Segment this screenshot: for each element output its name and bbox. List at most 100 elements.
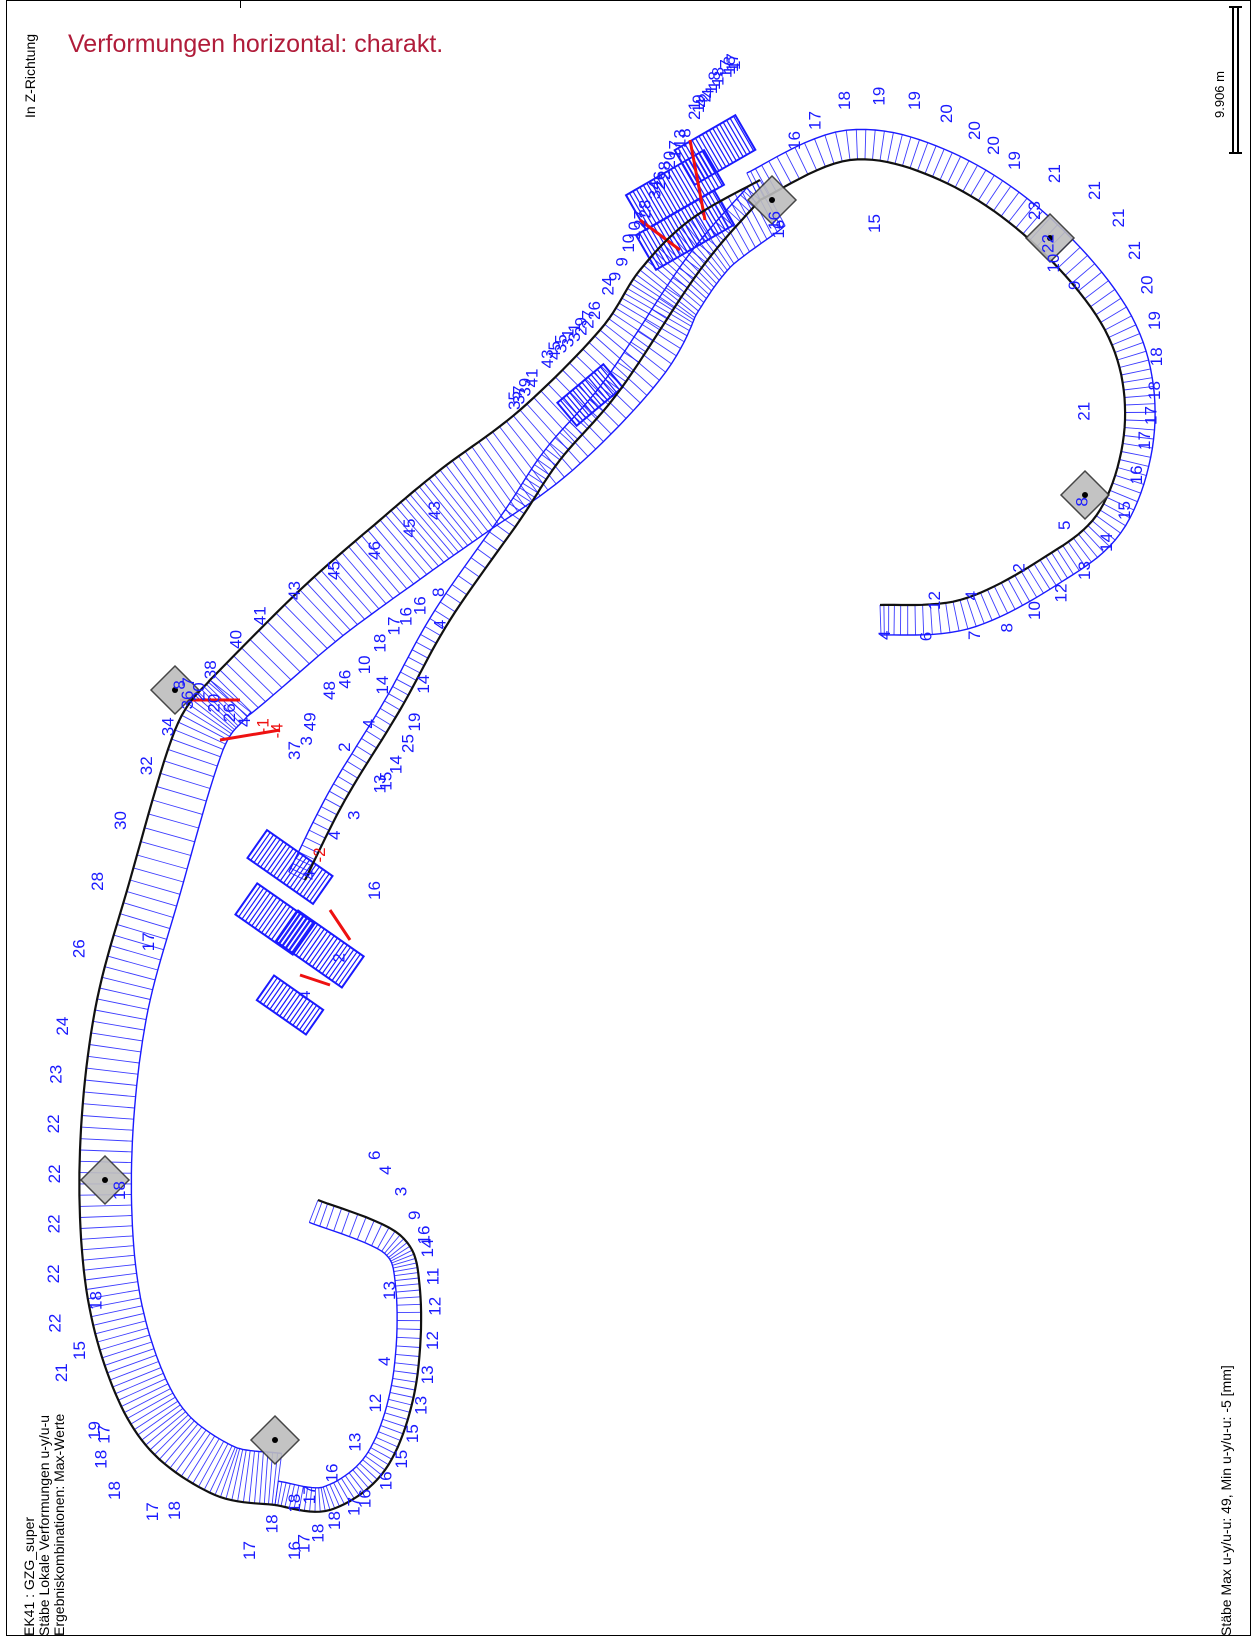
value-label: 9 (1065, 281, 1084, 290)
value-label: 16 (414, 1226, 433, 1245)
value-label: 18 (110, 1181, 129, 1200)
supports (79, 174, 1111, 1466)
value-label: 6 (916, 632, 935, 641)
value-label: 13 (671, 129, 690, 148)
value-label: 17 (300, 1485, 319, 1504)
landing-top-3 (673, 113, 757, 187)
value-label: -1 (254, 718, 273, 733)
value-label: 16 (323, 1464, 342, 1483)
value-label: 16 (285, 1541, 304, 1560)
value-label: 17 (1135, 431, 1154, 450)
member-right-loop (746, 128, 1156, 636)
value-label: 8 (1072, 497, 1091, 506)
member-lower-diagonal-axis (304, 199, 761, 881)
value-label: 16 (769, 220, 788, 239)
value-label: 31 (565, 323, 584, 342)
value-label: 18 (87, 1291, 106, 1310)
value-label: 13 (346, 1433, 365, 1452)
landing-left-4-outline (255, 974, 325, 1036)
value-label: 17 (143, 1502, 162, 1521)
value-label: 1 (702, 85, 721, 94)
support-node-point (272, 1437, 278, 1443)
value-label: 22 (44, 1114, 63, 1133)
value-label: 8 (998, 623, 1017, 632)
value-label: 9 (606, 272, 625, 281)
value-label: 48 (320, 681, 339, 700)
value-label: 19 (405, 713, 424, 732)
member-main-diagonal-hatch (209, 179, 786, 717)
value-label: 16 (377, 1471, 396, 1490)
value-label: 4 (875, 631, 894, 640)
value-label: 24 (599, 277, 618, 296)
member-left-ramp-hatch (274, 1199, 422, 1512)
landing-top-3-hatch (674, 115, 755, 186)
value-label: 15 (376, 772, 395, 791)
value-label: 17 (94, 1425, 113, 1444)
page-title: Verformungen horizontal: charakt. (68, 30, 444, 58)
value-label: 16 (365, 881, 384, 900)
value-label: 18 (370, 634, 389, 653)
landing-left-4-hatch (256, 975, 324, 1035)
member-right-loop-axis (759, 158, 1127, 607)
value-label: 11 (424, 1268, 443, 1286)
value-label: 43 (538, 349, 557, 368)
drawing-frame (6, 0, 1251, 1636)
value-label: 20 (660, 151, 679, 170)
value-label: 4 (692, 98, 711, 107)
deformation-bands (79, 113, 1156, 1512)
value-label: 7 (965, 631, 984, 640)
negative-stroke (328, 909, 352, 941)
value-label: 18 (1147, 347, 1166, 366)
value-label: 25 (398, 734, 417, 753)
member-left-loop (79, 679, 283, 1506)
value-label: 27 (578, 310, 597, 329)
member-main-diagonal-outline (246, 224, 786, 718)
negative-stroke (299, 973, 331, 987)
value-label: -2 (310, 847, 329, 862)
value-label: 30 (111, 811, 130, 830)
value-label: 26 (220, 703, 239, 722)
landing-left-1 (234, 881, 316, 957)
value-label: 10 (619, 234, 638, 253)
landing-mid-1 (555, 362, 625, 428)
member-left-ramp-outline (278, 1221, 398, 1489)
value-label: 28 (88, 872, 107, 891)
value-label: 17 (345, 1497, 364, 1516)
support-node-point (102, 1177, 108, 1183)
value-label: 8 (429, 588, 448, 597)
value-label: 26 (585, 301, 604, 320)
value-label: 13 (418, 1365, 437, 1384)
value-label: 34 (159, 717, 178, 736)
member-main-diagonal (209, 179, 786, 718)
value-label: 18 (285, 1494, 304, 1513)
value-label: 7 (179, 677, 198, 686)
negative-stroke (688, 139, 707, 221)
value-label: 1 (725, 61, 744, 70)
member-right-loop-hatch (746, 129, 1156, 636)
value-label: 23 (1025, 201, 1044, 220)
value-label: 21 (1109, 209, 1128, 228)
value-label: 15 (403, 1424, 422, 1443)
value-label: 45 (324, 561, 343, 580)
value-label: 35 (505, 391, 524, 410)
frame-tick (240, 0, 241, 8)
value-label: 46 (335, 670, 354, 689)
value-label: 21 (1125, 241, 1144, 260)
value-label: 12 (1051, 584, 1070, 603)
value-label: 19 (85, 1421, 104, 1440)
value-label: 8 (170, 680, 189, 689)
value-label: 4 (295, 991, 314, 1000)
value-label: 20 (1138, 275, 1157, 294)
value-label: 3 (297, 736, 316, 745)
value-label: 2 (335, 742, 354, 751)
value-label: 18 (165, 1501, 184, 1520)
value-label: 20 (189, 682, 208, 701)
value-label: 4 (359, 719, 378, 728)
value-label: 18 (105, 1481, 124, 1500)
value-label: 18 (709, 67, 728, 86)
scale-bar (1229, 6, 1242, 154)
value-label: 26 (650, 171, 669, 190)
value-label: 18 (262, 1514, 281, 1533)
landing-left-2-hatch (275, 910, 365, 988)
